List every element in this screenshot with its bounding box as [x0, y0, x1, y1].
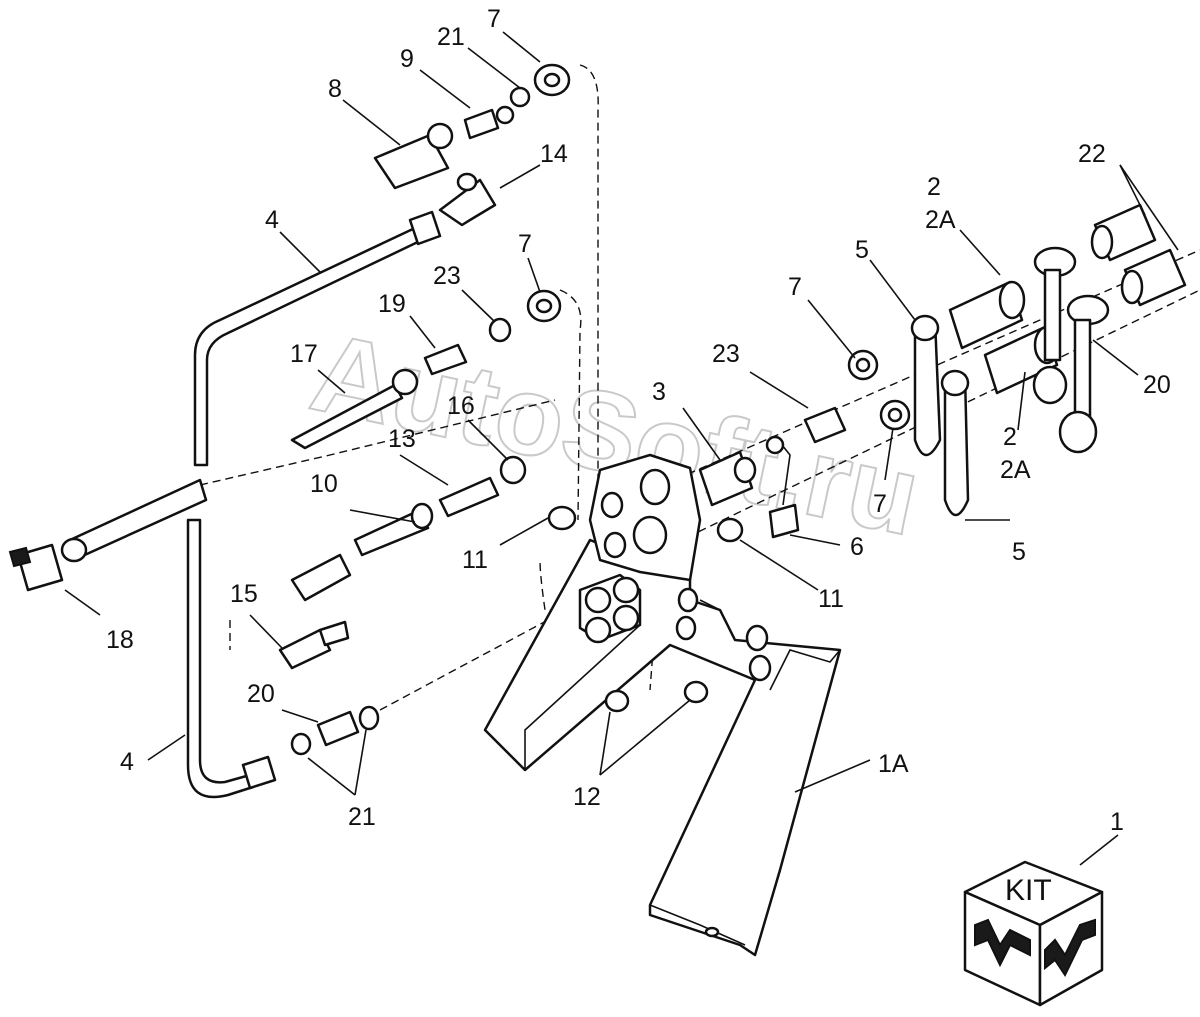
fittings-lower — [290, 705, 380, 756]
callout-21-top: 21 — [437, 23, 465, 51]
callout-16: 16 — [447, 392, 475, 420]
hose-braided — [8, 478, 208, 592]
callout-19: 19 — [378, 290, 406, 318]
callout-10: 10 — [310, 470, 338, 498]
callout-14: 14 — [540, 140, 568, 168]
kit-box-icon: KIT — [963, 860, 1104, 1007]
callout-12: 12 — [573, 783, 601, 811]
callout-5-top: 5 — [855, 236, 869, 264]
callout-13: 13 — [388, 425, 416, 453]
callout-2-bottom: 2 — [1003, 423, 1017, 451]
dust-cap-straps — [910, 314, 970, 517]
callout-23-right: 23 — [712, 340, 740, 368]
callout-2-top: 2 — [927, 173, 941, 201]
callout-2a-bottom: 2A — [1000, 456, 1031, 484]
callout-9: 9 — [400, 45, 414, 73]
leader-lines — [64, 31, 1179, 866]
callout-4-top: 4 — [265, 206, 279, 234]
hose-lower — [186, 518, 277, 799]
callout-1: 1 — [1110, 808, 1124, 836]
callout-20-right: 20 — [1143, 371, 1171, 399]
callout-7-top: 7 — [487, 5, 501, 33]
callout-1a: 1A — [878, 750, 909, 778]
callout-11-left: 11 — [462, 546, 488, 574]
callout-18: 18 — [106, 626, 134, 654]
nuts-and-cap — [547, 435, 800, 713]
callout-labels: 7 21 9 8 14 4 7 23 19 17 16 13 10 11 15 … — [106, 5, 1171, 836]
kit-label: KIT — [1005, 874, 1052, 907]
callout-15: 15 — [230, 580, 258, 608]
callout-8: 8 — [328, 75, 342, 103]
callout-21-bottom: 21 — [348, 803, 376, 831]
callout-20-left: 20 — [247, 680, 275, 708]
callout-23-left: 23 — [433, 262, 461, 290]
coupler-assembly — [698, 349, 911, 507]
quick-couplers — [948, 280, 1061, 395]
callout-7-mid: 7 — [518, 230, 532, 258]
callout-11-right: 11 — [818, 585, 844, 613]
fittings-upper — [373, 63, 571, 227]
callout-17: 17 — [290, 340, 318, 368]
callout-7-right: 7 — [788, 273, 802, 301]
callout-6: 6 — [850, 533, 864, 561]
fittings-middle — [290, 289, 562, 450]
caps — [1032, 203, 1187, 454]
callout-2a-top: 2A — [925, 206, 956, 234]
valve-plate — [578, 453, 702, 644]
mounting-bracket — [483, 538, 842, 957]
callout-5-bottom: 5 — [1012, 538, 1026, 566]
callout-7-lower: 7 — [873, 490, 887, 518]
callout-4-bottom: 4 — [120, 748, 134, 776]
hose-upper — [193, 210, 442, 467]
callout-3: 3 — [652, 378, 666, 406]
callout-22: 22 — [1078, 140, 1106, 168]
